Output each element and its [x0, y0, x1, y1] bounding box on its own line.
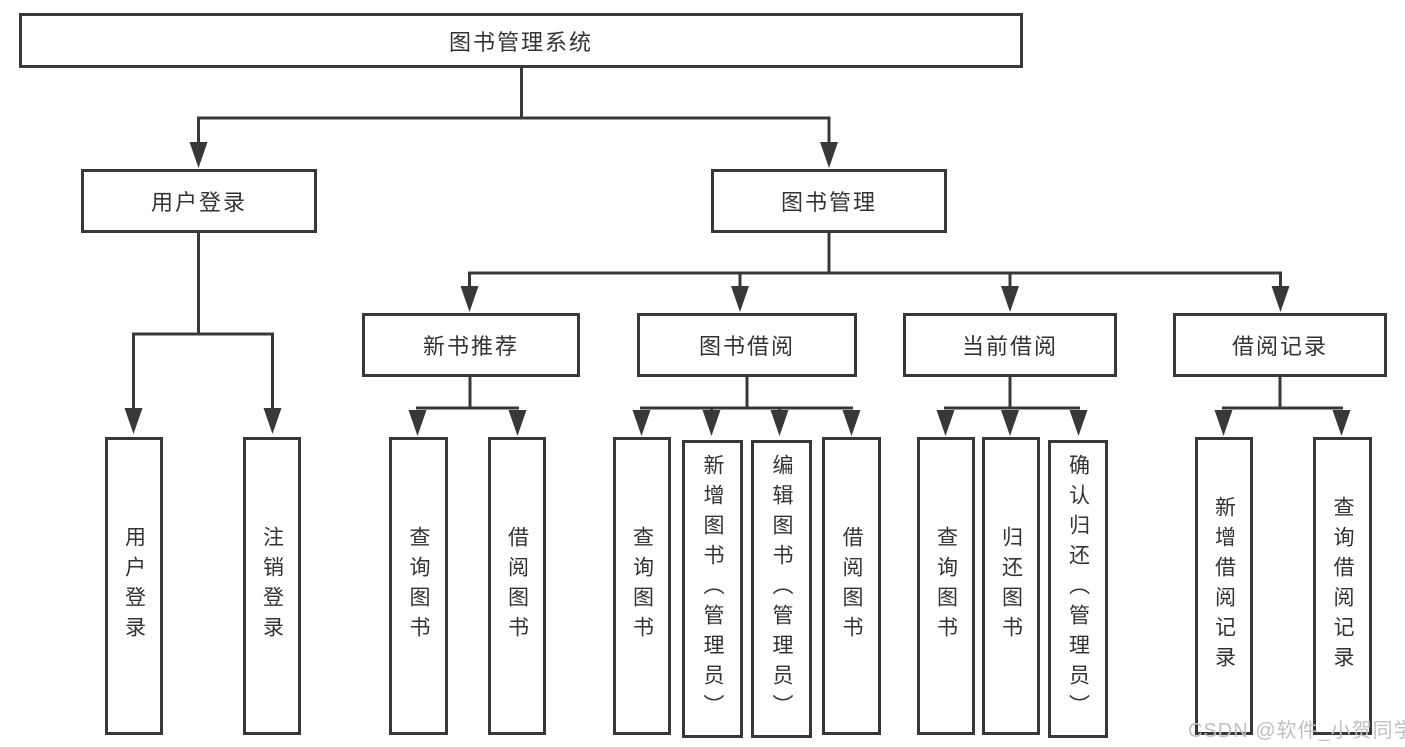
leaf-query-borrow-record: 查询借阅记录 — [1313, 437, 1372, 735]
leaf-edit-book-admin-label: 编辑图书（管理员） — [770, 454, 793, 724]
leaf-return-book: 归还图书 — [982, 437, 1040, 735]
leaf-user-login-label: 用户登录 — [122, 526, 146, 646]
leaf-return-book-label: 归还图书 — [999, 526, 1023, 646]
leaf-query-books-1-label: 查询图书 — [407, 526, 430, 646]
leaf-add-borrow-record-label: 新增借阅记录 — [1212, 496, 1236, 676]
node-current-borrow-label: 当前借阅 — [961, 334, 1058, 359]
leaf-query-borrow-record-label: 查询借阅记录 — [1331, 496, 1354, 676]
leaf-query-books-3-label: 查询图书 — [934, 526, 958, 646]
node-borrow-records-label: 借阅记录 — [1231, 334, 1328, 359]
leaf-query-books-2: 查询图书 — [613, 437, 671, 735]
leaf-logout: 注销登录 — [243, 437, 301, 735]
node-root-system: 图书管理系统 — [19, 13, 1023, 68]
leaf-confirm-return-admin: 确认归还（管理员） — [1048, 440, 1108, 738]
node-new-book-recommend: 新书推荐 — [362, 313, 580, 377]
node-root-system-label: 图书管理系统 — [448, 29, 593, 55]
csdn-watermark: CSDN @软件_小贺同学 — [1188, 720, 1405, 742]
leaf-add-borrow-record: 新增借阅记录 — [1195, 437, 1253, 735]
node-user-login: 用户登录 — [81, 169, 317, 233]
leaf-borrow-book-1-label: 借阅图书 — [505, 526, 529, 646]
leaf-confirm-return-admin-label: 确认归还（管理员） — [1066, 454, 1090, 724]
leaf-add-book-admin: 新增图书（管理员） — [682, 440, 743, 738]
node-book-borrow-label: 图书借阅 — [698, 334, 795, 359]
leaf-query-books-1: 查询图书 — [389, 437, 448, 735]
leaf-borrow-book-2-label: 借阅图书 — [840, 526, 863, 646]
node-book-management-label: 图书管理 — [780, 190, 877, 215]
node-new-book-recommend-label: 新书推荐 — [422, 334, 519, 359]
leaf-query-books-3: 查询图书 — [917, 437, 975, 735]
leaf-logout-label: 注销登录 — [260, 526, 284, 646]
node-borrow-records: 借阅记录 — [1173, 313, 1387, 377]
leaf-user-login: 用户登录 — [105, 437, 163, 735]
node-book-borrow: 图书借阅 — [637, 313, 857, 377]
leaf-edit-book-admin: 编辑图书（管理员） — [751, 440, 812, 738]
node-book-management: 图书管理 — [711, 169, 947, 233]
leaf-borrow-book-1: 借阅图书 — [488, 437, 546, 735]
node-current-borrow: 当前借阅 — [903, 313, 1117, 377]
node-user-login-label: 用户登录 — [150, 190, 247, 215]
leaf-borrow-book-2: 借阅图书 — [822, 437, 881, 735]
leaf-query-books-2-label: 查询图书 — [630, 526, 654, 646]
leaf-add-book-admin-label: 新增图书（管理员） — [701, 454, 724, 724]
